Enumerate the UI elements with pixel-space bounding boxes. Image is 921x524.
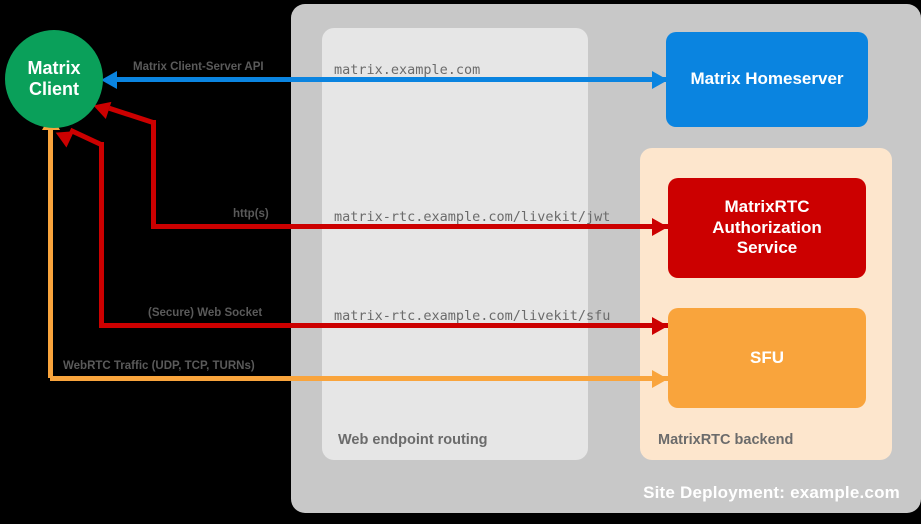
matrixrtc-backend-label: MatrixRTC backend xyxy=(658,432,794,448)
node-sfu-label: SFU xyxy=(750,347,784,367)
edge-line-webrtc-riser xyxy=(48,128,53,378)
container-web-endpoint-routing: Web endpoint routing xyxy=(322,28,588,460)
edge-label-https: http(s) xyxy=(233,208,269,220)
node-auth-service-line3: Service xyxy=(736,238,798,258)
edge-arrowhead-web-socket-to-sfu xyxy=(652,316,668,335)
endpoint-label-livekit-jwt: matrix-rtc.example.com/livekit/jwt xyxy=(334,209,611,225)
edge-line-https xyxy=(151,224,668,229)
node-matrixrtc-authorization-service[interactable]: MatrixRTC Authorization Service xyxy=(668,178,866,278)
node-auth-service-line2: Authorization xyxy=(712,217,822,237)
node-sfu[interactable]: SFU xyxy=(668,308,866,408)
edge-line-web-socket xyxy=(99,323,668,328)
edge-arrowhead-client-server-api-to-client xyxy=(101,70,117,89)
edge-line-webrtc-traffic xyxy=(50,376,668,381)
edge-line-https-diagonal xyxy=(108,105,154,125)
node-matrix-homeserver-label: Matrix Homeserver xyxy=(690,69,844,89)
node-auth-service-line1: MatrixRTC xyxy=(724,196,810,216)
endpoint-label-livekit-sfu: matrix-rtc.example.com/livekit/sfu xyxy=(334,308,611,324)
edge-label-matrix-client-server-api: Matrix Client-Server API xyxy=(133,61,264,73)
web-endpoint-routing-label: Web endpoint routing xyxy=(338,432,488,448)
edge-line-https-riser xyxy=(151,120,156,228)
edge-arrowhead-webrtc-to-sfu xyxy=(652,369,668,388)
node-matrix-homeserver[interactable]: Matrix Homeserver xyxy=(666,32,868,127)
edge-label-webrtc-traffic: WebRTC Traffic (UDP, TCP, TURNs) xyxy=(63,360,255,372)
edge-arrowhead-client-server-api-to-homeserver xyxy=(652,70,668,89)
node-matrix-client-line1: Matrix xyxy=(27,57,81,78)
site-deployment-label: Site Deployment: example.com xyxy=(643,483,900,502)
node-matrix-client-line2: Client xyxy=(28,79,79,99)
node-matrix-client[interactable]: Matrix Client xyxy=(5,30,103,128)
edge-line-web-socket-riser xyxy=(99,142,104,327)
endpoint-label-matrix-example-com: matrix.example.com xyxy=(334,62,481,78)
edge-line-matrix-client-server-api xyxy=(117,77,668,82)
edge-arrowhead-https-to-auth-service xyxy=(652,217,668,236)
edge-label-secure-web-socket: (Secure) Web Socket xyxy=(148,307,263,319)
